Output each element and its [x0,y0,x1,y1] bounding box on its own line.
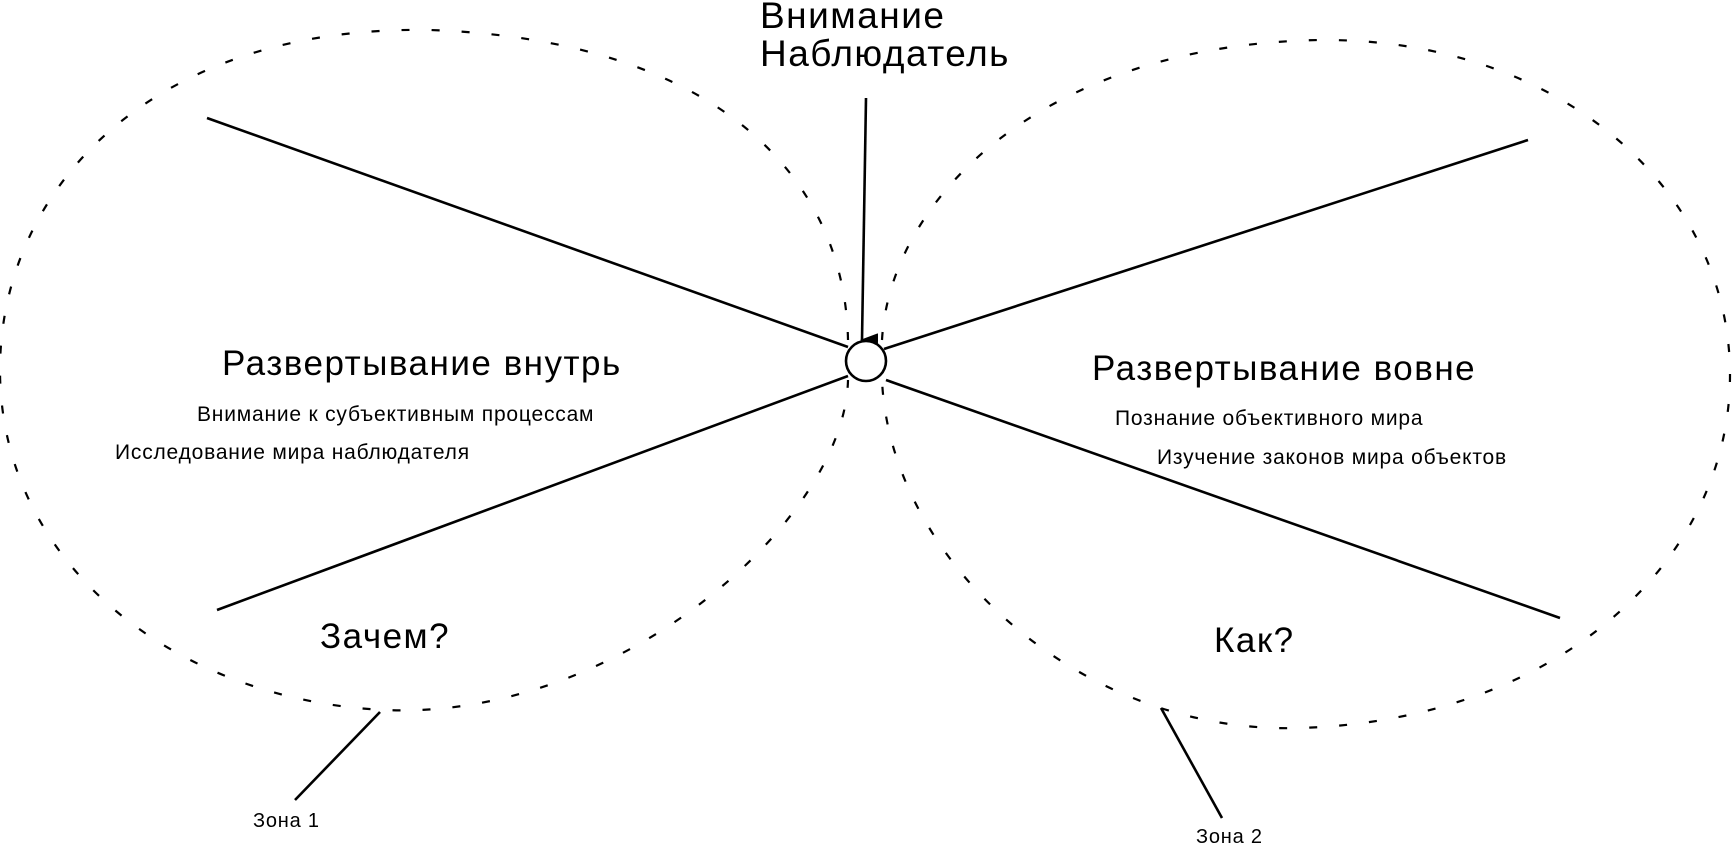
right-subtitle-2: Изучение законов мира объектов [1157,446,1507,469]
observer-label-line2: Наблюдатель [760,33,1010,74]
observer-label-line1: Внимание [760,0,945,36]
observer-arrow [860,97,879,348]
center-point [844,339,888,383]
right-question: Как? [1214,621,1295,660]
ray-lower-right [885,378,1561,620]
zone2-label: Зона 2 [1196,826,1263,846]
zone2-pointer [1159,707,1224,819]
zone1-pointer [294,711,381,801]
left-title: Развертывание внутрь [222,344,622,383]
left-subtitle-1: Внимание к субъективным процессам [197,403,594,426]
left-subtitle-2: Исследование мира наблюдателя [115,441,470,464]
right-lobe-dotted [880,38,1732,730]
right-subtitle-1: Познание объективного мира [1115,407,1423,430]
zone1-label: Зона 1 [253,810,320,832]
left-question: Зачем? [320,617,450,656]
ray-upper-left [206,116,849,349]
ray-lower-left [216,374,849,612]
right-title: Развертывание вовне [1092,349,1476,388]
ray-upper-right [883,138,1529,351]
